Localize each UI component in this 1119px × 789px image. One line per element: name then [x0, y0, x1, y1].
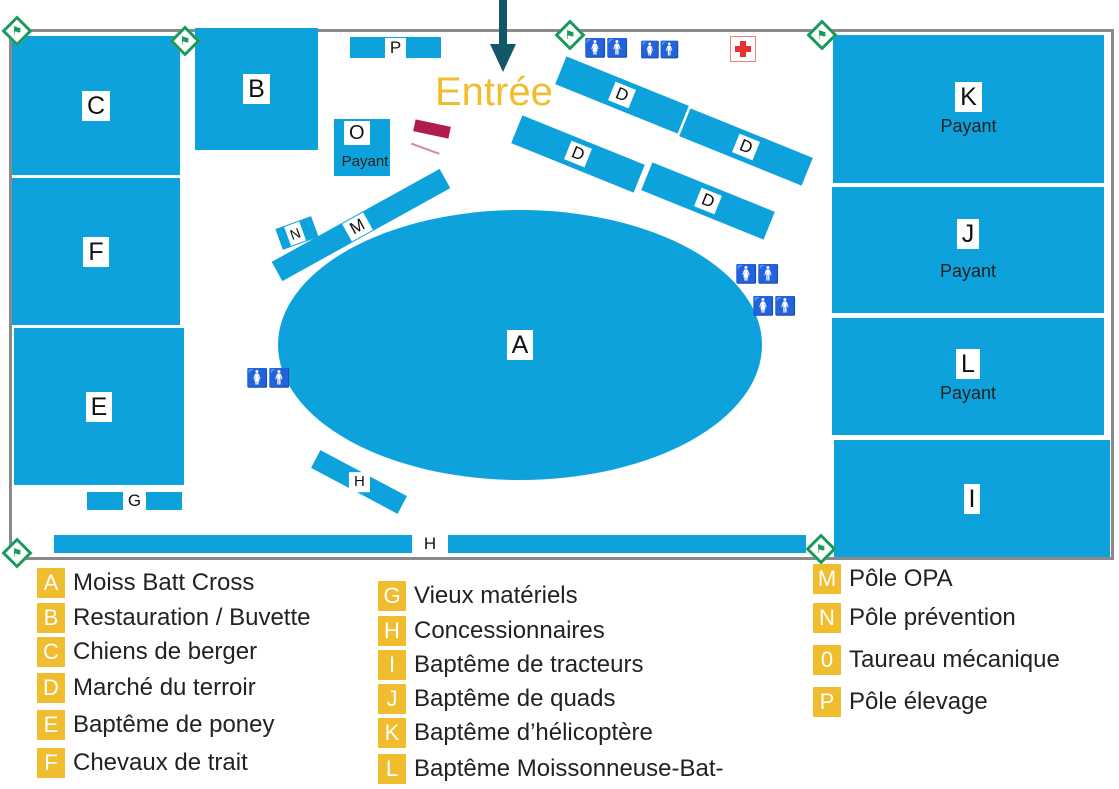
toilets-icon: 🚺🚹 [752, 296, 797, 316]
zone-b[interactable]: B [195, 28, 318, 150]
legend-label: Baptême Moissonneuse-Bat- [414, 755, 724, 782]
zone-p[interactable]: P [350, 37, 441, 58]
legend-key-badge: F [37, 748, 65, 778]
zone-i[interactable]: I [834, 440, 1110, 557]
legend-item: A Moiss Batt Cross [37, 568, 254, 598]
legend-label: Pôle élevage [849, 688, 988, 715]
legend-item: I Baptême de tracteurs [378, 650, 643, 680]
entrance-label: Entrée [435, 70, 553, 114]
legend-item: J Baptême de quads [378, 684, 615, 714]
zone-a[interactable]: A [278, 210, 762, 480]
legend-item: L Baptême Moissonneuse-Bat- [378, 754, 724, 784]
zone-k-paid-label: Payant [940, 115, 997, 136]
legend-label: Baptême d’hélicoptère [414, 719, 653, 746]
legend-label: Concessionnaires [414, 617, 605, 644]
legend-key-badge: I [378, 650, 406, 680]
zone-g[interactable]: G [87, 491, 182, 511]
first-aid-icon [730, 36, 756, 62]
zone-c[interactable]: C [12, 36, 180, 175]
legend-key-badge: M [813, 564, 841, 594]
zone-j-paid-label: Payant [939, 260, 997, 281]
legend-item: M Pôle OPA [813, 564, 953, 594]
legend-item: P Pôle élevage [813, 687, 988, 717]
legend-label: Moiss Batt Cross [73, 569, 255, 596]
legend-label: Chiens de berger [73, 638, 258, 665]
legend-key-badge: A [37, 568, 65, 598]
legend-label: Chevaux de trait [73, 749, 248, 776]
legend-key-badge: C [37, 637, 65, 667]
legend-key-badge: K [378, 718, 406, 748]
entrance-arrowhead [490, 44, 516, 72]
legend-item: 0 Taureau mécanique [813, 645, 1060, 675]
legend-label: Pôle prévention [849, 604, 1016, 631]
zone-f[interactable]: F [12, 178, 180, 325]
toilets-icon: 🚺🚹 [584, 38, 629, 58]
legend-key-badge: H [378, 616, 406, 646]
zone-o[interactable]: O Payant [334, 119, 390, 176]
legend-label: Pôle OPA [849, 565, 953, 592]
legend-key-badge: D [37, 673, 65, 703]
toilets-icon: 🚺🚹 [640, 42, 680, 59]
legend-item: K Baptême d’hélicoptère [378, 718, 653, 748]
toilets-icon: 🚺🚹 [246, 368, 291, 388]
zone-l-paid-label: Payant [939, 383, 997, 403]
legend-key-badge: N [813, 603, 841, 633]
entrance-arrow-icon [499, 0, 507, 48]
legend-item: D Marché du terroir [37, 673, 256, 703]
zone-e[interactable]: E [14, 328, 184, 485]
legend-item: B Restauration / Buvette [37, 603, 310, 633]
legend-key-badge: B [37, 603, 65, 633]
legend-item: G Vieux matériels [378, 581, 578, 611]
zone-h-bottom[interactable]: H [54, 534, 806, 554]
legend-key-badge: 0 [813, 645, 841, 675]
legend-label: Baptême de quads [414, 685, 616, 712]
legend-label: Baptême de poney [73, 711, 275, 738]
legend-label: Taureau mécanique [849, 646, 1060, 673]
legend-item: C Chiens de berger [37, 637, 257, 667]
legend-item: N Pôle prévention [813, 603, 1016, 633]
legend-item: F Chevaux de trait [37, 748, 248, 778]
legend-label: Restauration / Buvette [73, 604, 311, 631]
legend-key-badge: L [378, 754, 406, 784]
legend-key-badge: J [378, 684, 406, 714]
legend-item: H Concessionnaires [378, 616, 605, 646]
legend-label: Baptême de tracteurs [414, 651, 644, 678]
legend-label: Marché du terroir [73, 674, 256, 701]
legend-key-badge: E [37, 710, 65, 740]
legend-key-badge: P [813, 687, 841, 717]
legend-item: E Baptême de poney [37, 710, 274, 740]
legend-label: Vieux matériels [414, 582, 578, 609]
legend-key-badge: G [378, 581, 406, 611]
toilets-icon: 🚺🚹 [735, 264, 780, 284]
